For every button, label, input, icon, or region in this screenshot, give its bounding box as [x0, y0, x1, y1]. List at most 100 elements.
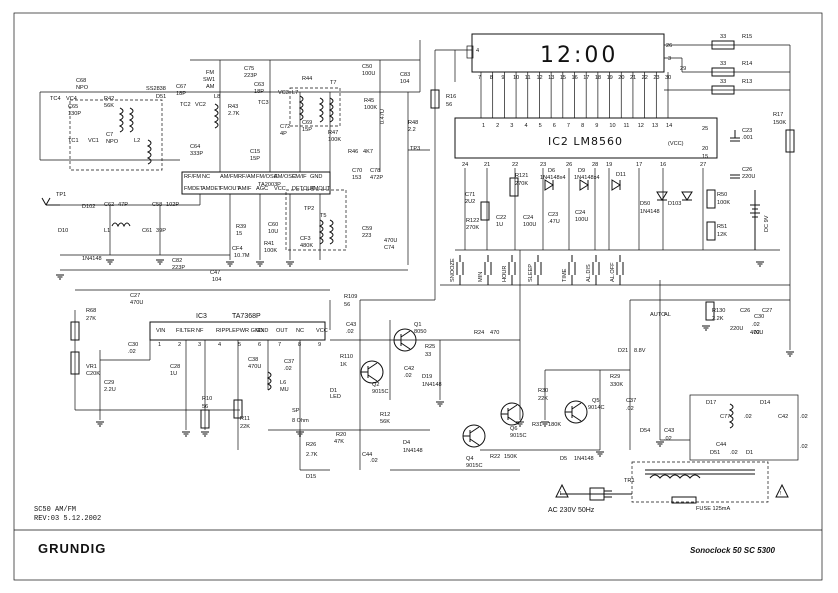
capacitor-name: C43: [664, 428, 674, 434]
resistor-value: 33: [720, 61, 726, 67]
ic3-pin-label: GND: [256, 328, 268, 334]
capacitor-value: .001: [742, 135, 753, 141]
capacitor-value: 1U: [496, 222, 503, 228]
ic1-pin-label: RF/AM: [238, 174, 256, 180]
capacitor-name: C65: [68, 104, 78, 110]
ground-symbols: [56, 259, 794, 457]
testpoint-label: TP1: [56, 192, 66, 198]
ic3-pin-label: NC: [296, 328, 304, 334]
display-pin-label: 21: [630, 75, 636, 81]
transistor-value: 9014C: [588, 405, 604, 411]
svg-text:NPO: NPO: [106, 139, 119, 145]
diode-name: D17: [706, 400, 716, 406]
capacitor-name: C44: [362, 452, 372, 458]
ground-icon: [106, 259, 114, 265]
diode-d8: D50 1N4148: [640, 191, 668, 215]
t7-box: [289, 87, 341, 127]
transistor-value: 9015C: [466, 463, 482, 469]
resistor-value: 1K: [340, 362, 347, 368]
resistor-value: 4K7: [363, 149, 373, 155]
display-pin-label: 19: [607, 75, 613, 81]
ground-icon: [756, 261, 764, 267]
transistor-q6: [500, 402, 524, 426]
capacitor-name: C71: [465, 192, 475, 198]
coil-l6: [266, 371, 272, 391]
testpoint-label: TP2: [304, 206, 314, 212]
svg-text:!: !: [780, 491, 782, 497]
capacitor-name: C24: [575, 210, 585, 216]
alarm-switch-label: AL: [664, 312, 671, 318]
capacitor-value: 472P: [370, 175, 383, 181]
ic1-pin-label: AM/FM: [220, 174, 238, 180]
diode-name: D51: [710, 450, 720, 456]
resistor-r13: 33 R13: [711, 79, 752, 95]
resistor-value: 22K: [240, 424, 250, 430]
coil-psu: [728, 403, 734, 429]
led-value: LED: [330, 394, 341, 400]
ground-icon: [256, 261, 264, 267]
ic1-pin-label: AGC: [256, 186, 268, 192]
capacitor-name: C77: [720, 414, 730, 420]
ic2-pin-label: 10: [609, 123, 615, 129]
capacitor-value: 470U: [750, 330, 763, 336]
diode-name: D10: [58, 228, 68, 234]
transformer-label: TR1: [624, 478, 635, 484]
lcd-display: 12:00: [466, 33, 665, 73]
transistor-q2: [360, 360, 384, 384]
resistor-name: R20: [336, 432, 346, 438]
ic2-pin-label: 24: [462, 162, 468, 168]
varcap-label: VC2: [195, 102, 206, 108]
ic2-pin-label: 4: [524, 123, 527, 129]
diode-name: D9: [578, 168, 585, 174]
display-pin-label: 7: [478, 75, 481, 81]
ground-icon: [786, 351, 794, 357]
capacitor-name: C74: [384, 245, 394, 251]
pushbutton-label: SLEEP: [528, 264, 534, 282]
ic1-part: TA2003P: [258, 182, 281, 188]
transistor-value: 8050: [414, 329, 426, 335]
resistor-name: R31: [532, 422, 542, 428]
resistor-value: 47K: [334, 439, 344, 445]
ic1-pin-label: AM/OSC: [274, 174, 296, 180]
capacitor-value: 2.2U: [104, 387, 116, 393]
pushbutton-label: SNOOZE: [450, 258, 456, 282]
svg-text:C7: C7: [106, 132, 113, 138]
svg-text:.47U: .47U: [548, 219, 560, 225]
resistor-value: 100K: [328, 137, 341, 143]
ic2-pin-label: 28: [592, 162, 598, 168]
ground-icon: [656, 441, 664, 447]
resistor-r15: 33 R15: [711, 34, 752, 50]
ground-icon: [702, 325, 710, 331]
ic2-pin-label: 2: [496, 123, 499, 129]
capacitor-value: .02: [752, 322, 760, 328]
ic2-pin-label: 9: [595, 123, 598, 129]
resistor-r14: 33 R14: [711, 61, 752, 77]
power-supply: D17 D14 D51 D1 D54 C77 .02 C42 .02 C44 .…: [548, 394, 808, 514]
ic1-pin-label: VCC: [274, 186, 286, 192]
pushbutton-label: MIN: [478, 272, 484, 282]
ic2-pin-label: 14: [666, 123, 672, 129]
resistor-name: R43: [228, 104, 238, 110]
diode-d11: D11: [611, 172, 626, 191]
svg-text:25: 25: [702, 126, 708, 132]
ic2-label: IC2 LM8560: [548, 135, 623, 148]
resistor-r17: R17 150K: [773, 112, 795, 153]
capacitor-value: 102P: [166, 202, 179, 208]
display-pin-label: 22: [642, 75, 648, 81]
diode-name: D11: [616, 172, 626, 178]
resistor-name: R17: [773, 112, 783, 118]
resistor-value: 22K: [538, 396, 548, 402]
transistor-name: Q2: [372, 382, 379, 388]
diode-name: D54: [640, 428, 650, 434]
transformer-label: T7: [330, 80, 337, 86]
ic2-pin-label: 12: [638, 123, 644, 129]
resistor-name: R10: [202, 396, 212, 402]
filter-label: CF3: [300, 236, 311, 242]
capacitor-name: C63: [254, 82, 264, 88]
resistor-name: R15: [742, 34, 752, 40]
mains-label: AC 230V 50Hz: [548, 507, 595, 514]
resistor-name: R22: [490, 454, 500, 460]
capacitor-name: C69: [302, 120, 312, 126]
